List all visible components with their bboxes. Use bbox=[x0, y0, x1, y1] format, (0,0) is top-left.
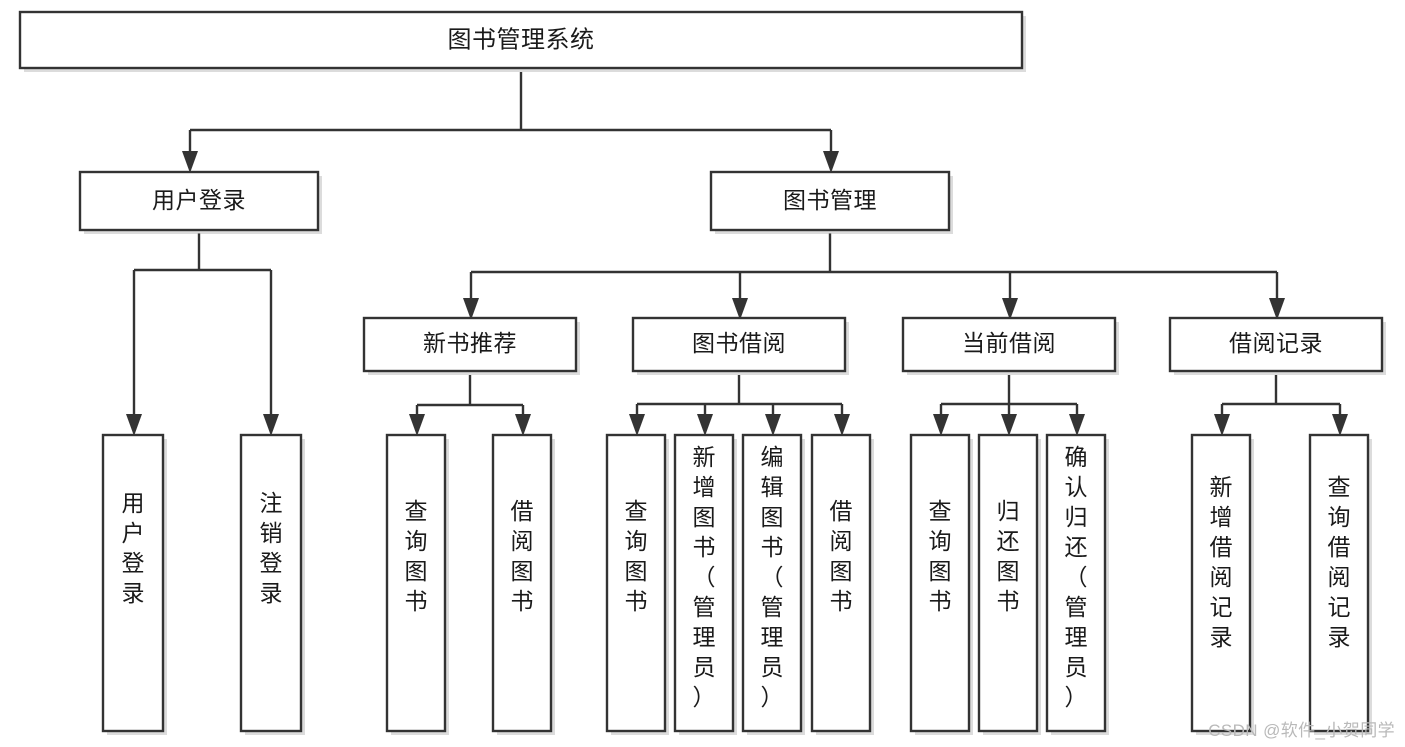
borrow-record-label: 借阅记录 bbox=[1229, 330, 1323, 356]
node-borrow-record[interactable]: 借阅记录 bbox=[1168, 316, 1386, 375]
leaf-user-login[interactable]: 用户登录 bbox=[101, 433, 167, 735]
node-book-borrow[interactable]: 图书借阅 bbox=[631, 316, 849, 375]
leaf-query-book-2[interactable]: 查询图书 bbox=[605, 433, 669, 735]
book-manage-box[interactable] bbox=[709, 170, 951, 232]
connector-book-manage-bus bbox=[469, 233, 1279, 306]
leaf-user-logout-label: 注销登录 bbox=[260, 490, 283, 606]
leaf-return-book[interactable]: 归还图书 bbox=[977, 433, 1041, 735]
leaf-query-book-1[interactable]: 查询图书 bbox=[385, 433, 449, 735]
connector-book-borrow-bus bbox=[635, 375, 844, 422]
leaf-user-logout[interactable]: 注销登录 bbox=[239, 433, 305, 735]
arrow-to-leaf-user-logout bbox=[263, 414, 279, 436]
root-box[interactable] bbox=[18, 10, 1024, 70]
leaf-add-book-box[interactable] bbox=[673, 433, 735, 733]
leaf-query-book-3[interactable]: 查询图书 bbox=[909, 433, 973, 735]
leaf-query-book-1-label: 查询图书 bbox=[405, 498, 428, 614]
leaf-borrow-book-1-box[interactable] bbox=[491, 433, 553, 733]
book-borrow-box[interactable] bbox=[631, 316, 847, 373]
current-borrow-box[interactable] bbox=[901, 316, 1117, 373]
leaf-edit-book-label: 编辑图书（管理员） bbox=[761, 444, 784, 710]
arrow-to-leaf-query-book-1 bbox=[409, 414, 425, 436]
connector-current-borrow-bus bbox=[939, 375, 1079, 422]
leaf-add-record-label: 新增借阅记录 bbox=[1210, 474, 1233, 650]
leaf-borrow-book-1-label: 借阅图书 bbox=[511, 498, 534, 614]
leaf-borrow-book-2-label: 借阅图书 bbox=[830, 498, 853, 614]
leaf-confirm-return[interactable]: 确认归还（管理员） bbox=[1045, 433, 1109, 735]
leaf-query-book-2-label: 查询图书 bbox=[625, 498, 648, 614]
user-login-box[interactable] bbox=[78, 170, 320, 232]
arrow-to-leaf-return-book bbox=[1001, 414, 1017, 436]
leaf-add-record-box[interactable] bbox=[1190, 433, 1252, 733]
leaf-return-book-box[interactable] bbox=[977, 433, 1039, 733]
arrow-to-user-login bbox=[182, 151, 198, 173]
arrow-to-leaf-add-record bbox=[1214, 414, 1230, 436]
book-manage-label: 图书管理 bbox=[783, 187, 877, 213]
node-root[interactable]: 图书管理系统 bbox=[18, 10, 1026, 72]
arrow-to-borrow-record bbox=[1269, 298, 1285, 320]
arrow-to-leaf-borrow-book-2 bbox=[834, 414, 850, 436]
connector-user-login-bus bbox=[132, 233, 273, 422]
leaf-user-logout-box[interactable] bbox=[239, 433, 303, 733]
leaf-layer: 用户登录 注销登录 查询图书 借阅图书 查询图书 bbox=[101, 433, 1372, 735]
arrow-to-book-borrow bbox=[732, 298, 748, 320]
arrow-to-leaf-query-record bbox=[1332, 414, 1348, 436]
leaf-edit-book-box[interactable] bbox=[741, 433, 803, 733]
arrow-to-leaf-query-book-2 bbox=[629, 414, 645, 436]
arrow-to-leaf-borrow-book-1 bbox=[515, 414, 531, 436]
leaf-query-book-3-box[interactable] bbox=[909, 433, 971, 733]
leaf-edit-book[interactable]: 编辑图书（管理员） bbox=[741, 433, 805, 735]
arrow-to-leaf-add-book bbox=[697, 414, 713, 436]
leaf-confirm-return-box[interactable] bbox=[1045, 433, 1107, 733]
connector-borrow-record-bus bbox=[1220, 375, 1342, 422]
leaf-user-login-box[interactable] bbox=[101, 433, 165, 733]
leaf-query-book-2-box[interactable] bbox=[605, 433, 667, 733]
leaf-query-record-label: 查询借阅记录 bbox=[1328, 474, 1351, 650]
arrow-to-leaf-query-book-3 bbox=[933, 414, 949, 436]
arrow-to-leaf-edit-book bbox=[765, 414, 781, 436]
leaf-borrow-book-1[interactable]: 借阅图书 bbox=[491, 433, 555, 735]
leaf-confirm-return-label: 确认归还（管理员） bbox=[1065, 444, 1088, 710]
node-current-borrow[interactable]: 当前借阅 bbox=[901, 316, 1119, 375]
node-new-book-recommend[interactable]: 新书推荐 bbox=[362, 316, 580, 375]
user-login-label: 用户登录 bbox=[152, 187, 246, 213]
node-user-login[interactable]: 用户登录 bbox=[78, 170, 322, 234]
arrow-to-book-manage bbox=[823, 151, 839, 173]
leaf-query-record-box[interactable] bbox=[1308, 433, 1370, 733]
leaf-return-book-label: 归还图书 bbox=[997, 498, 1020, 614]
connector-root-bus bbox=[188, 72, 833, 160]
leaf-query-record[interactable]: 查询借阅记录 bbox=[1308, 433, 1372, 735]
leaf-query-book-3-label: 查询图书 bbox=[929, 498, 952, 614]
leaf-user-login-label: 用户登录 bbox=[122, 490, 145, 606]
arrow-to-current-borrow bbox=[1002, 298, 1018, 320]
leaf-query-book-1-box[interactable] bbox=[385, 433, 447, 733]
root-label: 图书管理系统 bbox=[448, 26, 595, 53]
new-book-recommend-label: 新书推荐 bbox=[423, 330, 517, 356]
node-book-manage[interactable]: 图书管理 bbox=[709, 170, 953, 234]
arrow-to-leaf-confirm-return bbox=[1069, 414, 1085, 436]
leaf-borrow-book-2[interactable]: 借阅图书 bbox=[810, 433, 874, 735]
borrow-record-box[interactable] bbox=[1168, 316, 1384, 373]
connector-layer bbox=[126, 72, 1348, 436]
connector-new-book-recommend-bus bbox=[415, 375, 525, 422]
leaf-borrow-book-2-box[interactable] bbox=[810, 433, 872, 733]
arrow-to-new-book-recommend bbox=[463, 298, 479, 320]
leaf-add-record[interactable]: 新增借阅记录 bbox=[1190, 433, 1254, 735]
arrow-to-leaf-user-login bbox=[126, 414, 142, 436]
leaf-add-book[interactable]: 新增图书（管理员） bbox=[673, 433, 737, 735]
book-borrow-label: 图书借阅 bbox=[692, 330, 786, 356]
new-book-recommend-box[interactable] bbox=[362, 316, 578, 373]
leaf-add-book-label: 新增图书（管理员） bbox=[693, 444, 716, 710]
current-borrow-label: 当前借阅 bbox=[962, 330, 1056, 356]
